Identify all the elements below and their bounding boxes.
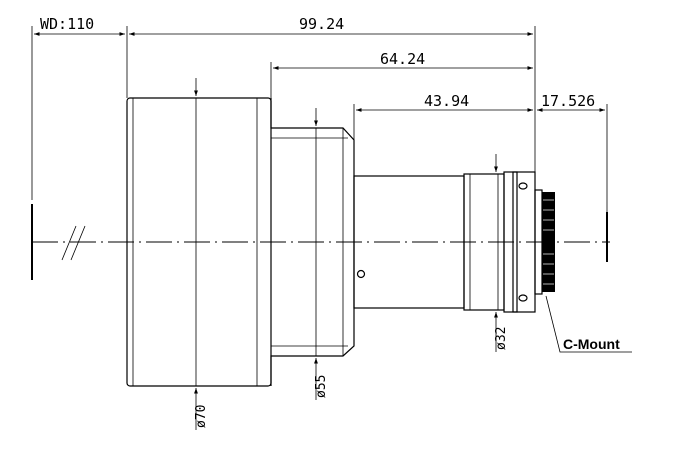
- overall-length-label: 99.24: [299, 15, 344, 33]
- wd-label: WD:110: [40, 15, 94, 33]
- mount-screw-icon: [518, 294, 528, 302]
- rear-diameter-label: ø32: [494, 327, 509, 350]
- screw-hole-icon: [356, 269, 366, 279]
- axis-break-mark: [61, 225, 86, 261]
- c-mount-leader: [545, 295, 632, 353]
- mount-length-label: 17.526: [541, 92, 595, 110]
- middle-diameter-label: ø55: [314, 375, 329, 398]
- c-mount-label: C-Mount: [563, 336, 620, 352]
- c-mount-thread: [534, 189, 555, 295]
- front-barrel: [126, 97, 272, 387]
- front-diameter-label: ø70: [194, 405, 209, 428]
- rear-barrel: [353, 171, 536, 313]
- rear-length-label: 43.94: [424, 92, 469, 110]
- mid-length-label: 64.24: [380, 50, 425, 68]
- mount-screw-icon: [518, 182, 528, 190]
- extension-lines: [31, 26, 608, 212]
